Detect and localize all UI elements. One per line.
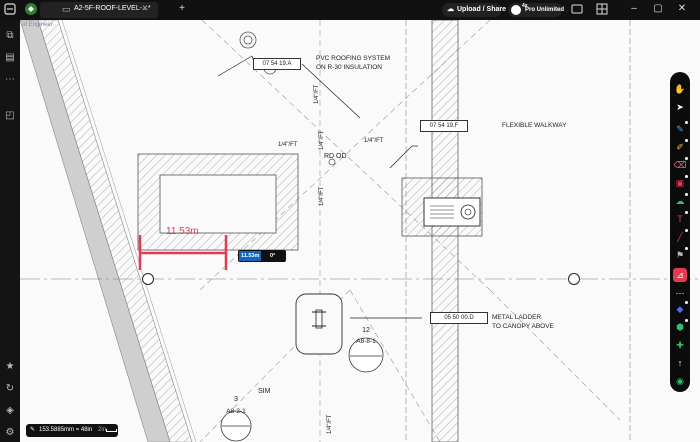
close-window-icon[interactable]: ✕ — [677, 3, 687, 14]
detail-tag-circles — [220, 337, 384, 442]
layers-icon[interactable]: ◰ — [5, 110, 15, 121]
history-icon[interactable]: ↻ — [5, 383, 15, 394]
top-bar: ▭ A2-5F-ROOF-LEVEL-...* × + ☁ Upload / S… — [0, 0, 700, 20]
line-icon[interactable]: ╱ — [673, 229, 688, 244]
grid-bubble-left — [142, 273, 154, 285]
plan-label: Pro Unlimited — [525, 7, 565, 13]
cursor-icon[interactable]: ➤ — [676, 102, 684, 112]
book-icon[interactable]: ▤ — [5, 52, 15, 63]
slope-label: 1/4"/FT — [278, 142, 298, 148]
detail-tag-ref: A8-8-1 — [356, 338, 376, 345]
callout-code-box: 07 54 19.A — [253, 58, 301, 70]
document-tab-icon: ▭ — [62, 4, 71, 14]
grid-bubble-right — [568, 273, 580, 285]
slope-label: 1/4"/FT — [319, 186, 325, 206]
callout-code-box: 07 54 19.F — [420, 120, 468, 132]
upload-share-label: Upload / Share — [457, 6, 507, 13]
arrow-icon[interactable]: ↑ — [677, 358, 683, 368]
callout-note-line: ON R-30 INSULATION — [316, 64, 382, 71]
window-tile-icon[interactable] — [596, 3, 608, 15]
stamp-icon[interactable]: ◆ — [673, 301, 688, 316]
plan-multiplier: 4x — [522, 3, 528, 9]
location-icon[interactable]: ◉ — [676, 376, 684, 386]
pages-icon[interactable]: ⧉ — [6, 30, 14, 41]
measurement-value: 11.53m — [166, 226, 199, 237]
callout-code: 05 50 00.D — [444, 315, 474, 321]
roof-drain-label: RD OD — [324, 153, 347, 160]
ruler-icon[interactable]: ⊿ — [673, 268, 687, 282]
drawing-canvas[interactable]: of Engineer 07 54 19.A PVC ROOFING SYSTE… — [20, 20, 700, 442]
more-icon[interactable]: ⋯ — [675, 288, 685, 298]
document-tab-title: A2-5F-ROOF-LEVEL-...* — [74, 5, 151, 12]
new-tab-icon[interactable]: + — [179, 3, 185, 14]
callout-code: 07 54 19.F — [429, 123, 459, 129]
callout-note: FLEXIBLE WALKWAY — [502, 122, 567, 129]
learning-icon[interactable]: ◈ — [6, 405, 14, 416]
skylight-curb — [137, 153, 299, 251]
left-sidebar: ⧉ ▤ ⋯ ◰ ★ ↻ ◈ ⚙ — [0, 20, 20, 442]
upload-share-button[interactable]: ☁ Upload / Share — [442, 3, 506, 17]
scale-bar — [106, 429, 117, 432]
plan-badge-button[interactable]: 4x Pro Unlimited — [508, 3, 565, 17]
pen-icon[interactable]: ✎ — [673, 121, 688, 136]
callout-code: 07 54 19.A — [262, 61, 292, 67]
maximize-icon[interactable]: ▢ — [653, 3, 663, 14]
measurement-readout-value: 11.53m — [239, 251, 262, 261]
ladder-hatch — [295, 293, 343, 355]
measurement-angle: 0° — [270, 253, 276, 259]
roof-plan-drawing[interactable] — [20, 20, 700, 442]
shape-icon[interactable]: ⬢ — [673, 319, 688, 334]
slope-label: 1/4"/FT — [327, 414, 333, 434]
callout-leaders — [217, 55, 422, 319]
tab-close-icon[interactable]: × — [142, 3, 148, 14]
callout-code-box: 05 50 00.D — [430, 312, 488, 324]
sim-label: SIM — [258, 388, 271, 395]
slope-label: 1/4"/FT — [364, 138, 384, 144]
scale-unit: 2in — [98, 427, 107, 433]
callout-note-line: METAL LADDER — [492, 314, 542, 321]
eraser-icon[interactable]: ⌫ — [673, 157, 688, 172]
minimize-icon[interactable]: – — [631, 3, 637, 14]
favorites-icon[interactable]: ★ — [5, 361, 15, 372]
area-icon[interactable]: ▣ — [673, 175, 688, 190]
measurement-line[interactable] — [138, 235, 228, 270]
detail-tag-ref: A8-2-1 — [226, 408, 246, 415]
detail-tag-number: 3 — [234, 396, 238, 403]
slope-label: 1/4"/FT — [314, 84, 320, 104]
cloud-icon[interactable]: ☁ — [673, 193, 688, 208]
callout-note-line: PVC ROOFING SYSTEM — [316, 55, 391, 62]
scale-text: 153.5885mm = 48in — [39, 427, 93, 433]
scale-ruler-icon: ✎ — [30, 427, 36, 433]
more-icon[interactable]: ⋯ — [5, 74, 15, 85]
measurement-readout[interactable]: 11.53m 0° — [238, 250, 286, 262]
app-logo-icon[interactable] — [4, 3, 16, 15]
corner-label: of Engineer — [22, 22, 53, 28]
callout-note: METAL LADDER TO CANOPY ABOVE — [492, 313, 554, 331]
text-icon[interactable]: T — [673, 211, 688, 226]
edge-band — [20, 20, 197, 442]
callout-note: PVC ROOFING SYSTEM ON R-30 INSULATION — [316, 54, 390, 72]
callout-note-line: TO CANOPY ABOVE — [492, 323, 554, 330]
hand-icon[interactable]: ✋ — [674, 84, 686, 94]
settings-gear-icon[interactable]: ⚙ — [5, 427, 15, 438]
detail-tag-number: 12 — [362, 327, 370, 334]
annotation-toolbar: ✋ ➤ ✎ ✐ ⌫ ▣ ☁ T ╱ ⚑ ⊿ ⋯ ◆ ⬢ ✚ ↑ ◉ — [670, 72, 690, 392]
slope-label: 1/4"/FT — [319, 130, 325, 150]
cloud-upload-icon: ☁ — [447, 6, 454, 13]
document-tab[interactable]: ▭ A2-5F-ROOF-LEVEL-...* × — [40, 2, 158, 18]
highlighter-icon[interactable]: ✐ — [673, 139, 688, 154]
rooftop-unit — [401, 177, 483, 237]
notifications-icon[interactable] — [570, 3, 584, 15]
bluebeam-app-icon[interactable] — [24, 2, 38, 16]
count-icon[interactable]: ⚑ — [673, 247, 688, 262]
compass-icon[interactable]: ✚ — [676, 340, 684, 350]
plan-avatar-icon — [511, 5, 521, 15]
scale-indicator[interactable]: ✎ 153.5885mm = 48in 2in — [26, 424, 118, 437]
